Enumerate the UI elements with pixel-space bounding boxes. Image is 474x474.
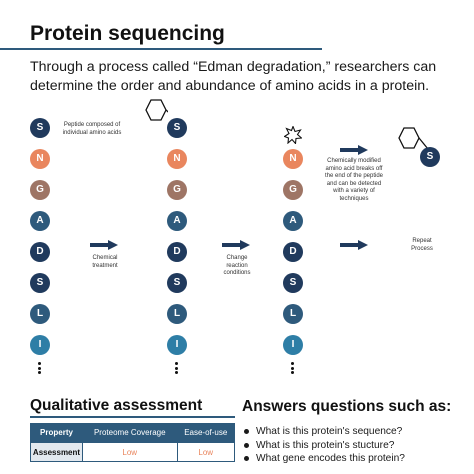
amino-acid-bead: G	[167, 180, 187, 200]
amino-acid-bead: L	[167, 304, 187, 324]
amino-acid-bead: N	[167, 149, 187, 169]
continuation-dots	[291, 362, 295, 376]
column-header: Property	[30, 423, 83, 443]
list-item: What gene encodes this protein?	[242, 452, 405, 466]
answers-heading: Answers questions such as:	[242, 398, 452, 415]
continuation-dots	[175, 362, 179, 376]
amino-acid-bead: S	[167, 118, 187, 138]
arrow-right-icon	[340, 145, 368, 155]
amino-acid-bead: S	[283, 273, 303, 293]
arrow-right-icon	[222, 240, 250, 250]
question-text: What gene encodes this protein?	[256, 453, 405, 465]
arrow-right-icon	[340, 240, 368, 250]
page-title: Protein sequencing	[30, 22, 225, 45]
amino-acid-bead: A	[283, 211, 303, 231]
amino-acid-bead: A	[167, 211, 187, 231]
qualitative-heading: Qualitative assessment	[30, 397, 203, 414]
amino-acid-bead: G	[283, 180, 303, 200]
amino-acid-bead: D	[167, 242, 187, 262]
reagent-hexagon-icon	[145, 99, 168, 121]
amino-acid-bead: D	[30, 242, 50, 262]
table-row: Assessment Low Low	[30, 442, 236, 462]
column-header: Ease-of-use	[176, 423, 236, 443]
amino-acid-bead: A	[30, 211, 50, 231]
question-text: What is this protein's stucture?	[256, 439, 395, 451]
bullet-icon	[244, 456, 249, 462]
amino-acid-bead: S	[30, 273, 50, 293]
amino-acid-bead: G	[30, 180, 50, 200]
intro-text: Through a process called “Edman degradat…	[30, 59, 437, 94]
arrow-right-icon	[90, 240, 118, 250]
amino-acid-bead: S	[30, 118, 50, 138]
peptide-note: Peptide composed of individual amino aci…	[62, 122, 122, 136]
question-text: What is this protein's sequence?	[256, 426, 403, 437]
modified-star-icon	[284, 126, 302, 144]
repeat-process-label: Repeat Process	[411, 238, 433, 252]
breaks-off-note: Chemically modified amino acid breaks of…	[324, 158, 384, 202]
amino-acid-bead: D	[283, 242, 303, 262]
amino-acid-bead: I	[167, 335, 187, 355]
amino-acid-bead: S	[167, 273, 187, 293]
amino-acid-bead: L	[283, 304, 303, 324]
list-item: What is this protein's sequence?	[242, 425, 405, 439]
change-conditions-label: Change reaction conditions	[223, 255, 251, 276]
list-item: What is this protein's stucture?	[242, 439, 405, 453]
row-label: Assessment	[30, 442, 83, 462]
released-amino-acid-bead: S	[420, 147, 440, 167]
column-header: Proteome Coverage	[82, 423, 178, 443]
bullet-icon	[244, 429, 249, 435]
table-header-row: Property Proteome Coverage Ease-of-use	[30, 423, 236, 443]
qualitative-underline	[30, 416, 235, 418]
ease-rating: Low	[176, 442, 236, 462]
coverage-rating: Low	[82, 442, 178, 462]
answers-list: What is this protein's sequence? What is…	[242, 425, 405, 466]
amino-acid-bead: L	[30, 304, 50, 324]
amino-acid-bead: N	[30, 149, 50, 169]
qualitative-table: Property Proteome Coverage Ease-of-use A…	[30, 423, 236, 462]
title-underline	[0, 48, 322, 50]
amino-acid-bead: I	[30, 335, 50, 355]
chemical-treatment-label: Chemical treatment	[92, 255, 118, 269]
cleaved-reagent-hexagon-icon	[398, 127, 429, 150]
amino-acid-bead: I	[283, 335, 303, 355]
continuation-dots	[38, 362, 42, 376]
amino-acid-bead: N	[283, 149, 303, 169]
bullet-icon	[244, 442, 249, 448]
